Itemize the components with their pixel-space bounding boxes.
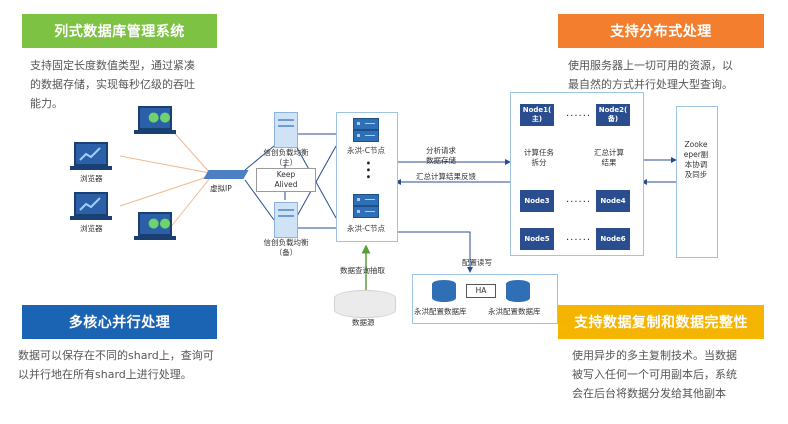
client-laptop-bottom: ●● <box>138 212 172 236</box>
client-laptop-top: ●● <box>138 106 172 130</box>
data-query-label: 数据查询抽取 <box>340 266 385 275</box>
lbl-line: 数据存储 <box>426 156 456 165</box>
lbl-line: Keep <box>276 170 296 179</box>
desc-line: 使用异步的多主复制技术。当数据 <box>572 349 737 362</box>
banner-distributed: 支持分布式处理 <box>558 14 764 48</box>
feedback-label: 汇总计算结果反馈 <box>416 172 476 181</box>
ha-box: HA <box>466 284 496 298</box>
browser-label-2: 浏览器 <box>80 224 103 233</box>
virtual-ip-switch <box>203 170 249 179</box>
browser-laptop-1 <box>74 142 108 166</box>
lbl-line: Node4 <box>600 196 626 205</box>
c-node-1-rack <box>353 118 379 130</box>
lbl-line: Alived <box>274 180 298 189</box>
users-icon: ●● <box>148 216 171 231</box>
lbl-line: 主) <box>531 115 543 123</box>
request-label: 分析请求 数据存储 <box>426 146 456 166</box>
desc-line: 的数据存储，实现每秒亿级的吞吐 <box>30 78 195 91</box>
c-node-ellipsis: ••• <box>362 160 373 181</box>
lbl-line: （主） <box>274 158 298 167</box>
laptop-base <box>134 130 176 134</box>
node-ellipsis: ...... <box>566 232 592 243</box>
lbl-line: eper副 <box>683 150 709 159</box>
chart-icon <box>79 147 101 161</box>
c-node-1-rack <box>353 130 379 142</box>
lbl-line: 汇总计算 <box>594 148 624 157</box>
laptop-base <box>70 216 112 220</box>
node-ellipsis: ...... <box>566 194 592 205</box>
lbl-line: Node3 <box>524 196 550 205</box>
desc-multicore: 数据可以保存在不同的shard上，查询可 以并行地在所有shard上进行处理。 <box>18 346 243 384</box>
desc-columnar-db: 支持固定长度数值类型，通过紧凑 的数据存储，实现每秒亿级的吞吐 能力。 <box>30 56 240 113</box>
node-5: Node5 <box>520 228 554 250</box>
database-icon <box>432 280 456 302</box>
users-icon: ●● <box>148 110 171 125</box>
c-node-2-rack <box>353 206 379 218</box>
lbl-line: 分析请求 <box>426 146 456 155</box>
virtual-ip-label: 虚拟IP <box>210 184 232 193</box>
keepalived-label: Keep Alived <box>257 170 315 190</box>
lbl-line: 及同步 <box>684 170 708 179</box>
keepalived-box: Keep Alived <box>256 168 316 192</box>
config-rw-label: 配置读写 <box>462 258 492 267</box>
desc-line: 使用服务器上一切可用的资源，以 <box>568 59 733 72</box>
desc-replication: 使用异步的多主复制技术。当数据 被写入任何一个可用副本后，系统 会在后台将数据分… <box>572 346 782 403</box>
lb-backup-label: 信创负载均衡 （备） <box>258 238 314 258</box>
browser-label-1: 浏览器 <box>80 174 103 183</box>
lb-backup-server <box>274 202 298 238</box>
data-source-label: 数据源 <box>352 318 375 327</box>
node-4: Node4 <box>596 190 630 212</box>
node-3: Node3 <box>520 190 554 212</box>
zookeeper-label: Zooke eper副 本协调 及同步 <box>678 140 714 180</box>
desc-line: 会在后台将数据分发给其他副本 <box>572 387 726 400</box>
lbl-line: 信创负载均衡 <box>263 148 309 157</box>
laptop-base <box>134 236 176 240</box>
c-node-1-label: 永洪-C节点 <box>347 146 385 155</box>
browser-laptop-2 <box>74 192 108 216</box>
zookeeper-box <box>676 106 718 258</box>
desc-line: 被写入任何一个可用副本后，系统 <box>572 368 737 381</box>
lbl-line: Node1( <box>522 106 552 114</box>
desc-line: 能力。 <box>30 97 63 110</box>
desc-distributed: 使用服务器上一切可用的资源，以 最自然的方式并行处理大型查询。 <box>568 56 783 94</box>
node-6: Node6 <box>596 228 630 250</box>
compute-summary-label: 汇总计算 结果 <box>594 148 624 168</box>
data-source-icon <box>334 290 396 318</box>
config-db-1-label: 永洪配置数据库 <box>414 307 467 316</box>
lbl-line: Node2( <box>598 106 628 114</box>
node-2: Node2( 备) <box>596 104 630 126</box>
node-ellipsis: ...... <box>566 108 592 119</box>
banner-columnar-db: 列式数据库管理系统 <box>22 14 217 48</box>
laptop-base <box>70 166 112 170</box>
desc-line: 以并行地在所有shard上进行处理。 <box>18 368 192 381</box>
lbl-line: （备） <box>274 248 298 257</box>
node-1: Node1( 主) <box>520 104 554 126</box>
lb-main-label: 信创负载均衡 （主） <box>258 148 314 168</box>
lbl-line: 计算任务 <box>524 148 554 157</box>
chart-icon <box>79 197 101 211</box>
c-node-2-label: 永洪-C节点 <box>347 224 385 233</box>
c-node-2-rack <box>353 194 379 206</box>
config-db-2-label: 永洪配置数据库 <box>488 307 541 316</box>
lbl-line: Node5 <box>524 234 550 243</box>
lbl-line: 备) <box>607 115 619 123</box>
banner-replication: 支持数据复制和数据完整性 <box>558 305 764 339</box>
lbl-line: Node6 <box>600 234 626 243</box>
desc-line: 最自然的方式并行处理大型查询。 <box>568 78 733 91</box>
lbl-line: 结果 <box>601 158 617 167</box>
ha-label: HA <box>475 286 487 295</box>
compute-split-label: 计算任务 拆分 <box>524 148 554 168</box>
lbl-line: 信创负载均衡 <box>263 238 309 247</box>
desc-line: 支持固定长度数值类型，通过紧凑 <box>30 59 195 72</box>
lbl-line: Zooke <box>684 140 708 149</box>
lbl-line: 拆分 <box>531 158 547 167</box>
banner-multicore: 多核心并行处理 <box>22 305 217 339</box>
lb-main-server <box>274 112 298 148</box>
database-icon <box>506 280 530 302</box>
lbl-line: 本协调 <box>684 160 708 169</box>
desc-line: 数据可以保存在不同的shard上，查询可 <box>18 349 214 362</box>
